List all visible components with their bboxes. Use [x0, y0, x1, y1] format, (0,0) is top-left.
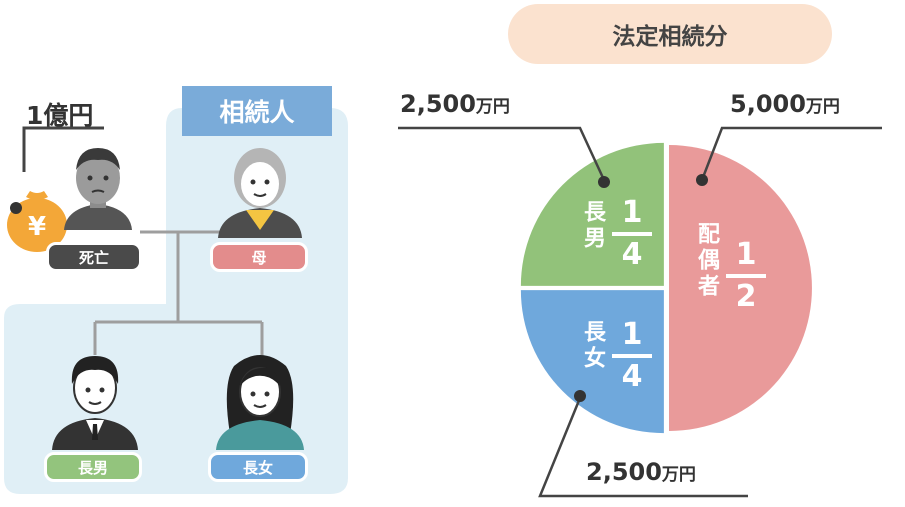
daughter-label: 長女 — [208, 452, 308, 482]
son-amount: 2,500万円 — [400, 90, 510, 118]
pie-slice-son — [520, 142, 664, 286]
elderly-man-icon — [64, 148, 132, 230]
heirs-title: 相続人 — [182, 86, 332, 136]
pie-slice-daughter — [520, 290, 664, 434]
mother-label: 母 — [210, 242, 308, 272]
elderly-woman-icon — [218, 148, 302, 238]
young-man-icon — [52, 356, 138, 450]
daughter-slice-label: 長女 — [580, 320, 605, 372]
son-slice-label: 長男 — [580, 200, 605, 252]
spouse-amount: 5,000万円 — [730, 90, 840, 118]
spouse-slice-label: 配偶者 — [694, 222, 719, 300]
son-label: 長男 — [44, 452, 142, 482]
estate-amount: 1億円 — [26, 101, 94, 130]
pie-slice-spouse — [669, 145, 812, 431]
deceased-label: 死亡 — [46, 242, 142, 272]
svg-text:¥: ¥ — [28, 212, 46, 242]
chart-title: 法定相続分 — [508, 4, 832, 64]
daughter-amount: 2,500万円 — [586, 458, 696, 486]
young-woman-icon — [216, 355, 304, 450]
yen-bag-icon: ¥ — [7, 191, 67, 252]
